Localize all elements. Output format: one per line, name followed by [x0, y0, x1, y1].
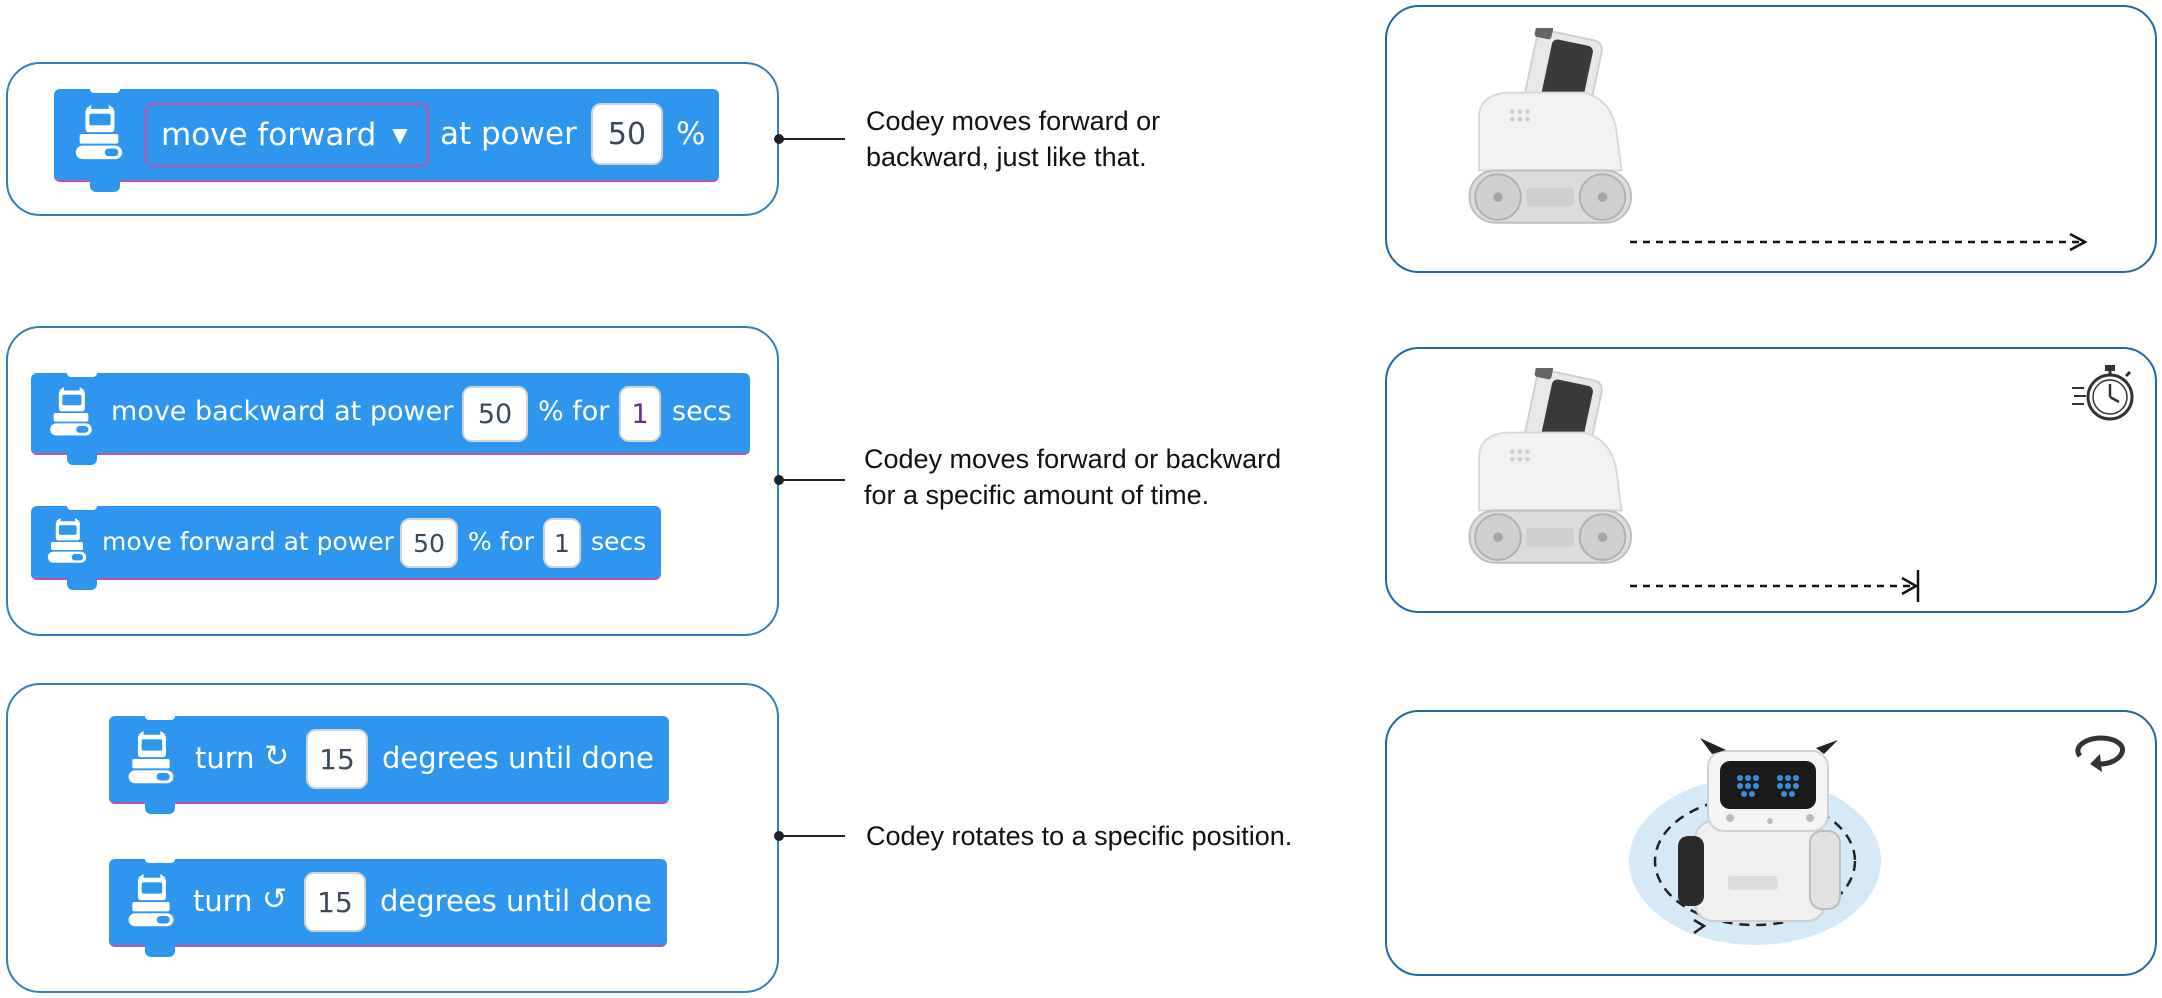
- codey-tank-image: [1460, 28, 1650, 256]
- block-notch-top: [145, 708, 175, 720]
- for-label: % for: [468, 527, 535, 556]
- block-notch-top: [90, 81, 120, 93]
- description-line: Codey moves forward or backward: [864, 444, 1282, 474]
- dropdown-value: move forward: [161, 117, 377, 153]
- turn-label: turn: [195, 741, 255, 775]
- description-timed: Codey moves forward or backward for a sp…: [864, 441, 1281, 513]
- connector-line: [779, 138, 845, 140]
- secs-label: secs: [591, 527, 647, 556]
- codey-robot-icon: [70, 105, 128, 163]
- time-input[interactable]: 1: [619, 386, 661, 442]
- rotate-counterclockwise-icon: ↺: [262, 882, 288, 917]
- time-input[interactable]: 1: [543, 518, 581, 568]
- description-line: Codey rotates to a specific position.: [866, 821, 1293, 851]
- connector-line: [779, 835, 845, 837]
- codey-robot-icon: [43, 518, 91, 566]
- block-notch-bottom: [145, 802, 175, 814]
- block-notch-bottom: [145, 945, 175, 957]
- description-line: backward, just like that.: [866, 142, 1147, 172]
- power-input[interactable]: 50: [462, 386, 528, 442]
- degrees-input[interactable]: 15: [306, 729, 368, 789]
- rotate-arrow-icon: [2075, 735, 2125, 772]
- turn-clockwise-block[interactable]: turn ↻ 15 degrees until done: [109, 708, 669, 814]
- block-notch-bottom: [67, 578, 97, 590]
- move-direction-dropdown[interactable]: move forward ▼: [145, 103, 429, 167]
- degrees-until-done-label: degrees until done: [380, 884, 652, 918]
- degrees-input[interactable]: 15: [304, 872, 366, 932]
- degrees-until-done-label: degrees until done: [382, 741, 654, 775]
- move-backward-label: move backward at power: [111, 396, 454, 427]
- power-input[interactable]: 50: [591, 103, 663, 165]
- block-notch-top: [67, 365, 97, 377]
- codey-rotating-image: [1629, 738, 1881, 945]
- description-line: for a specific amount of time.: [864, 480, 1210, 510]
- turn-counterclockwise-block[interactable]: turn ↺ 15 degrees until done: [109, 851, 667, 957]
- rotate-clockwise-icon: ↻: [264, 739, 290, 774]
- block-notch-bottom: [67, 453, 97, 465]
- move-backward-timed-block[interactable]: move backward at power 50 % for 1 secs: [31, 365, 750, 465]
- codey-tank-image: [1460, 368, 1650, 596]
- move-forward-timed-block[interactable]: move forward at power 50 % for 1 secs: [31, 498, 661, 590]
- codey-robot-icon: [45, 387, 97, 439]
- secs-label: secs: [672, 396, 732, 427]
- dashed-arrow-timed: [1630, 570, 1920, 602]
- move-forward-block[interactable]: move forward ▼ at power 50 %: [54, 81, 719, 192]
- connector-line: [779, 479, 845, 481]
- codey-robot-icon: [123, 731, 179, 787]
- block-notch-top: [67, 498, 97, 510]
- power-input[interactable]: 50: [400, 518, 458, 568]
- at-power-label: at power: [440, 116, 577, 152]
- percent-label: %: [676, 116, 706, 152]
- dashed-arrow-forward: [1630, 232, 2088, 252]
- stopwatch-icon: [2072, 365, 2134, 421]
- block-notch-bottom: [90, 180, 120, 192]
- turn-label: turn: [193, 884, 253, 918]
- description-line: Codey moves forward or: [866, 106, 1161, 136]
- block-notch-top: [145, 851, 175, 863]
- move-forward-label: move forward at power: [102, 527, 394, 556]
- description-rotate: Codey rotates to a specific position.: [866, 818, 1292, 854]
- for-label: % for: [538, 396, 610, 427]
- chevron-down-icon: ▼: [392, 123, 408, 147]
- description-move: Codey moves forward or backward, just li…: [866, 103, 1160, 175]
- codey-robot-icon: [123, 874, 179, 930]
